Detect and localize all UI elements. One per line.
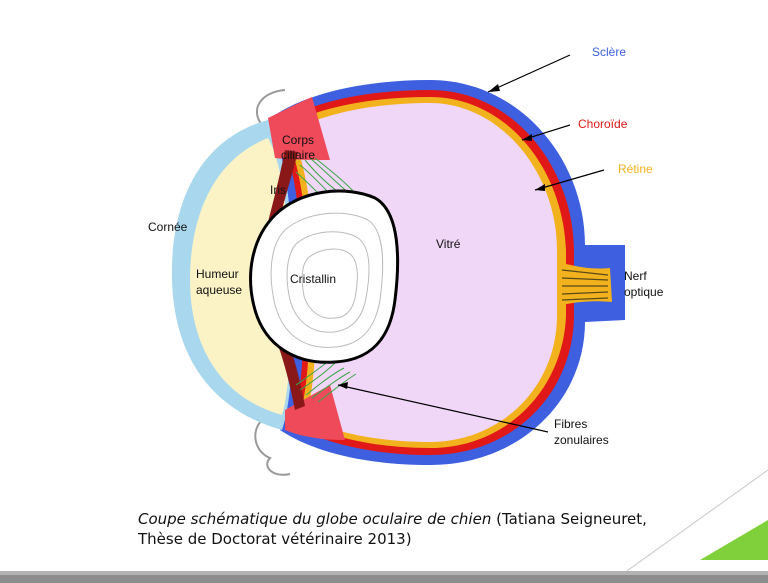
pointer-arrowheads	[338, 84, 545, 389]
ciliary-body-top	[268, 97, 330, 160]
ciliary-body-bottom	[285, 385, 345, 440]
label-choroide: Choroïde	[578, 117, 628, 131]
iris-bottom	[278, 342, 305, 410]
label-fibres-line1: Fibres	[554, 417, 588, 431]
label-nerf-line2: optique	[624, 285, 664, 299]
label-humeur-line1: Humeur	[196, 267, 239, 281]
label-corps-ciliaire-line2: ciliaire	[281, 148, 316, 162]
label-fibres-line2: zonulaires	[554, 433, 609, 447]
aqueous-humour	[190, 138, 292, 415]
optic-nerve-fibers	[561, 269, 609, 301]
label-humeur-line2: aqueuse	[196, 283, 243, 297]
figure-caption: Coupe schématique du globe oculaire de c…	[138, 509, 738, 549]
label-vitre: Vitré	[436, 237, 461, 251]
corner-accent	[700, 520, 768, 560]
label-cristallin: Cristallin	[290, 272, 337, 286]
label-nerf-line1: Nerf	[624, 269, 647, 283]
caption-title: Coupe schématique du globe oculaire de c…	[138, 510, 492, 528]
caption-source-line2: Thèse de Doctorat vétérinaire 2013)	[138, 530, 412, 548]
label-retine: Rétine	[618, 162, 653, 176]
iris-top	[268, 150, 298, 224]
lens	[249, 189, 400, 364]
label-iris: Iris	[270, 183, 286, 197]
corner-accent-line	[609, 469, 768, 583]
label-corps-ciliaire-line1: Corps	[282, 133, 315, 147]
optic-nerve	[557, 262, 612, 306]
lens-rings	[270, 212, 384, 348]
label-sclere: Sclère	[592, 45, 627, 59]
label-cornee: Cornée	[148, 220, 188, 234]
caption-source: (Tatiana Seigneuret,	[491, 510, 647, 528]
bottom-bar-shade	[0, 575, 768, 583]
eyelid-bottom	[254, 419, 291, 476]
